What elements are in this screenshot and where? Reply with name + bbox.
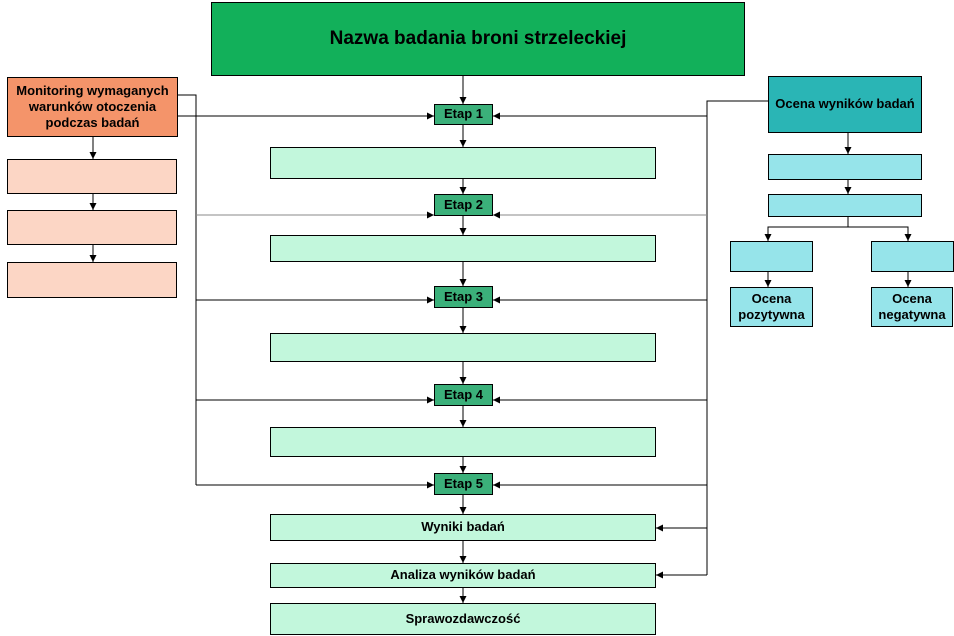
stage-4-box: Etap 4 bbox=[434, 384, 493, 406]
stage-1-box: Etap 1 bbox=[434, 104, 493, 125]
evaluation-detail-box-1 bbox=[768, 154, 922, 180]
reporting-box: Sprawozdawczość bbox=[270, 603, 656, 635]
monitoring-detail-box-2 bbox=[7, 210, 177, 245]
evaluation-box: Ocena wyników badań bbox=[768, 76, 922, 133]
diagram-title: Nazwa badania broni strzeleckiej bbox=[211, 2, 745, 76]
evaluation-branch-box-left bbox=[730, 241, 813, 272]
stage-3-box: Etap 3 bbox=[434, 286, 493, 308]
monitoring-box: Monitoring wymaganych warunków otoczenia… bbox=[7, 77, 178, 137]
monitoring-detail-box-1 bbox=[7, 159, 177, 194]
results-box: Wyniki badań bbox=[270, 514, 656, 541]
evaluation-branch-box-right bbox=[871, 241, 954, 272]
stage-5-box: Etap 5 bbox=[434, 473, 493, 495]
stage-2-detail-box bbox=[270, 235, 656, 262]
positive-evaluation-box: Ocena pozytywna bbox=[730, 287, 813, 327]
negative-evaluation-box: Ocena negatywna bbox=[871, 287, 953, 327]
stage-2-box: Etap 2 bbox=[434, 194, 493, 216]
stage-4-detail-box bbox=[270, 427, 656, 457]
monitoring-detail-box-3 bbox=[7, 262, 177, 298]
stage-3-detail-box bbox=[270, 333, 656, 362]
stage-1-detail-box bbox=[270, 147, 656, 179]
results-analysis-box: Analiza wyników badań bbox=[270, 563, 656, 588]
evaluation-detail-box-2 bbox=[768, 194, 922, 217]
